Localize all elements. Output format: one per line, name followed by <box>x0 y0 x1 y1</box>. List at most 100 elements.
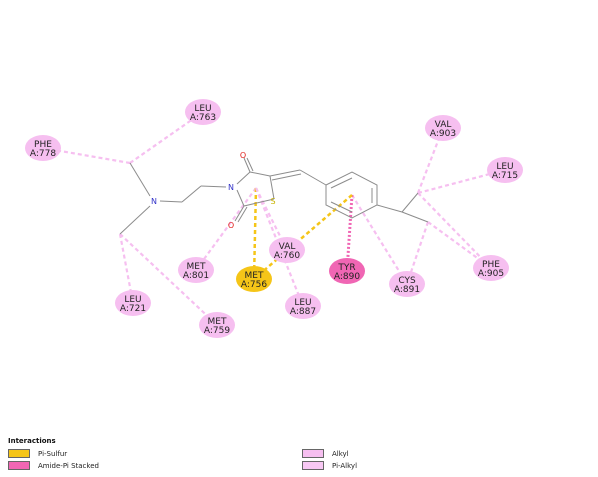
residue-id: A:756 <box>241 280 267 290</box>
legend-label: Amide-Pi Stacked <box>38 461 99 470</box>
residue-bubble <box>389 271 425 297</box>
bond <box>269 175 275 200</box>
oxygen-atom-label: O <box>240 151 246 160</box>
legend-label: Pi-Sulfur <box>38 449 68 458</box>
interaction-line-alkyl <box>417 168 506 195</box>
residue-name: PHE <box>482 260 500 270</box>
residue-name: VAL <box>279 242 296 252</box>
residue-bubble <box>329 258 365 284</box>
residue-name: CYS <box>398 276 416 286</box>
residue-name: MET <box>245 271 264 281</box>
residue-id: A:890 <box>334 272 360 282</box>
legend-item-pi-sulfur: Pi-Sulfur <box>8 448 67 459</box>
legend-label: Alkyl <box>332 449 349 458</box>
residue-bubble <box>269 237 305 263</box>
bond <box>271 173 302 181</box>
interaction-line-pi-sulfur <box>253 194 353 280</box>
residue-bubble <box>178 257 214 283</box>
bond <box>401 192 419 213</box>
oxygen-atom-label: O <box>228 221 234 230</box>
bond <box>243 157 251 173</box>
bond <box>269 169 301 177</box>
residue-id: A:715 <box>492 171 518 181</box>
bond <box>159 200 183 203</box>
bond <box>119 205 151 235</box>
ligand-molecule: O O N N S <box>119 151 429 235</box>
bond <box>129 162 151 197</box>
interaction-line-alkyl <box>351 194 408 285</box>
residue-id: A:721 <box>120 304 146 314</box>
residue-bubble <box>236 266 272 292</box>
bond <box>330 201 353 213</box>
residue-id: A:887 <box>290 307 316 317</box>
residue-id: A:759 <box>204 326 230 336</box>
interaction-line-alkyl <box>129 111 204 164</box>
residue-id: A:903 <box>430 129 456 139</box>
residue-id: A:905 <box>478 269 504 279</box>
bond <box>234 205 245 222</box>
bond <box>181 185 202 203</box>
residue-name: PHE <box>34 140 52 150</box>
residue-bubble <box>285 293 321 319</box>
residue-name: LEU <box>294 298 311 308</box>
residue-id: A:760 <box>274 251 300 261</box>
bond <box>243 198 275 207</box>
bond <box>246 157 254 172</box>
nitrogen-atom-label: N <box>228 183 234 192</box>
residue-name: LEU <box>496 162 513 172</box>
legend-title: Interactions <box>8 437 56 445</box>
interaction-line-alkyl <box>405 221 430 285</box>
residue-id: A:763 <box>190 113 216 123</box>
interaction-line-alkyl <box>195 187 257 271</box>
bond <box>237 206 248 223</box>
residue-name: MET <box>187 262 206 272</box>
bond <box>236 171 251 185</box>
pi-alkyl-swatch <box>302 461 324 470</box>
residue-name: MET <box>208 317 227 327</box>
alkyl-swatch <box>302 449 324 458</box>
residue-bubble <box>487 157 523 183</box>
bond <box>236 189 245 207</box>
amide-pi-stacked-swatch <box>8 461 30 470</box>
residue-nodes: LEUA:763PHEA:778VALA:903LEUA:715VALA:760… <box>25 99 523 338</box>
nitrogen-atom-label: N <box>151 197 157 206</box>
bond <box>376 204 403 213</box>
residue-name: LEU <box>194 104 211 114</box>
interaction-line-alkyl <box>417 192 492 269</box>
residue-id: A:778 <box>30 149 56 159</box>
bond <box>249 171 271 177</box>
bond <box>200 185 227 188</box>
residue-id: A:801 <box>183 271 209 281</box>
residue-bubble <box>115 290 151 316</box>
bond <box>299 169 327 186</box>
residue-bubble <box>185 99 221 125</box>
bond <box>401 211 429 223</box>
residue-name: TYR <box>337 263 355 273</box>
residue-name: LEU <box>124 295 141 305</box>
residue-bubble <box>473 255 509 281</box>
interaction-line-amide-pi-stacked <box>345 194 354 272</box>
legend-item-amide-pi-stacked: Amide-Pi Stacked <box>8 460 99 471</box>
sulfur-atom-label: S <box>270 197 275 206</box>
residue-name: VAL <box>435 120 452 130</box>
interaction-line-alkyl <box>119 233 218 326</box>
residue-bubble <box>425 115 461 141</box>
residue-bubble <box>25 135 61 161</box>
legend-item-pi-alkyl: Pi-Alkyl <box>302 460 357 471</box>
pi-sulfur-swatch <box>8 449 30 458</box>
